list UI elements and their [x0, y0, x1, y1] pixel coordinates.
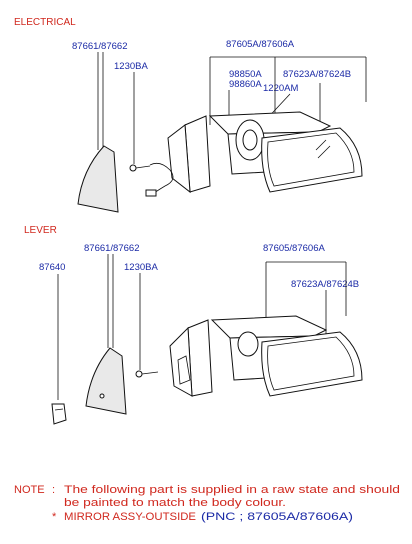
section-label-electrical: ELECTRICAL — [14, 17, 76, 28]
note-block: NOTE : The following part is supplied in… — [14, 484, 400, 523]
section-label-lever: LEVER — [24, 225, 57, 236]
part-label-screw-lever: 1230BA — [124, 262, 158, 273]
note-line-1: The following part is supplied in a raw … — [64, 484, 400, 496]
part-label-assy-lever: 87605/87606A — [263, 243, 325, 254]
screw-electrical — [129, 164, 151, 172]
cover-clip-lever — [99, 393, 105, 399]
note-line-3-detail: (PNC ; 87605A/87606A) — [201, 511, 353, 523]
part-label-holder: 1220AM — [263, 83, 298, 94]
part-label-assy-electrical: 87605A/87606A — [226, 39, 295, 50]
mirror-glass-lever — [261, 331, 363, 397]
part-label-glass-lever: 87623A/87624B — [291, 279, 359, 290]
note-bullet: * — [52, 511, 57, 523]
note-line-2: be painted to match the body colour. — [64, 497, 286, 509]
leader-lines-lever — [57, 254, 347, 400]
note-colon: : — [52, 484, 55, 496]
part-label-knob: 87640 — [39, 262, 65, 273]
part-label-cover-electrical: 87661/87662 — [72, 41, 127, 52]
lever-knob — [51, 403, 67, 425]
part-label-screw-electrical: 1230BA — [114, 61, 148, 72]
mirror-glass-electrical — [261, 127, 363, 193]
mirror-housing-electrical — [145, 111, 332, 197]
mirror-cover-lever — [85, 347, 127, 415]
part-label-cover-lever: 87661/87662 — [84, 243, 139, 254]
screw-lever — [135, 370, 159, 378]
part-label-motor-2: 98860A — [229, 79, 262, 90]
part-label-glass-electrical: 87623A/87624B — [283, 69, 351, 80]
note-line-3-main: MIRROR ASSY-OUTSIDE — [64, 511, 196, 523]
part-label-motor-1: 98850A — [229, 69, 262, 80]
mirror-cover-electrical — [77, 145, 119, 213]
note-prefix: NOTE — [14, 484, 45, 496]
